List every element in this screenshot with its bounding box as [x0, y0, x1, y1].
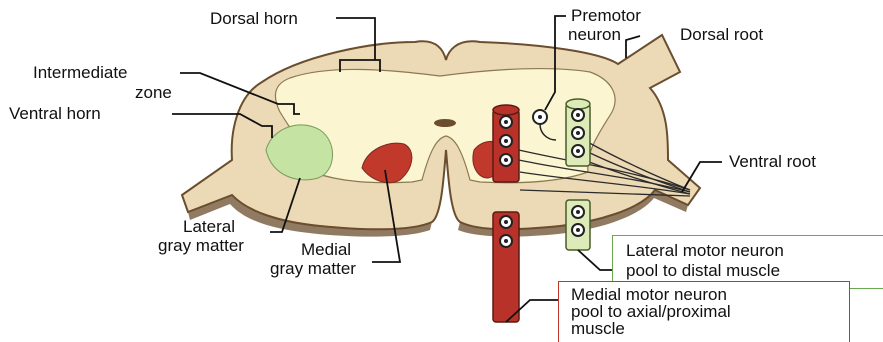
label-medial-gray-line1: Medial	[301, 240, 351, 259]
label-intermediate-line2: zone	[135, 83, 172, 102]
label-lateral-pool-line1: Lateral motor neuron	[626, 241, 784, 260]
label-medial-pool-line3: muscle	[571, 319, 625, 338]
lateral-column-top	[566, 99, 590, 109]
label-lateral-pool-line2: pool to distal muscle	[626, 261, 780, 280]
label-lateral-gray-line2: gray matter	[158, 236, 244, 255]
central-canal	[434, 119, 456, 127]
label-intermediate-line1: Intermediate	[33, 63, 128, 82]
label-premotor-line1: Premotor	[571, 6, 641, 25]
medial-column-top	[493, 105, 519, 115]
medial-motor-column	[493, 105, 519, 322]
label-dorsal-root: Dorsal root	[680, 25, 763, 44]
leader-lateral-pool	[578, 250, 612, 270]
label-ventral-root: Ventral root	[729, 152, 816, 171]
label-lateral-gray-line1: Lateral	[183, 217, 235, 236]
label-premotor-line2: neuron	[568, 25, 621, 44]
label-ventral-horn: Ventral horn	[9, 104, 101, 123]
label-dorsal-horn: Dorsal horn	[210, 9, 298, 28]
label-medial-gray-line2: gray matter	[270, 259, 356, 278]
